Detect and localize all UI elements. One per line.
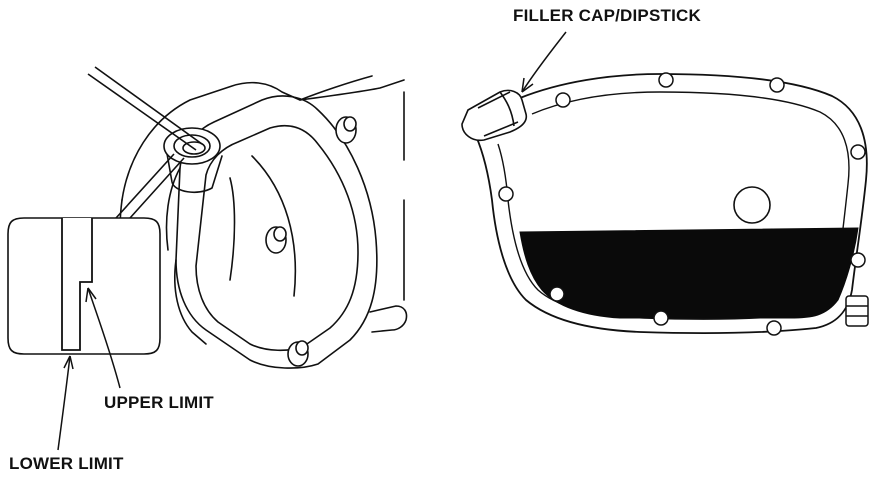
drain-bolt xyxy=(845,295,869,327)
cover-bolt xyxy=(287,340,309,367)
engine-side-view xyxy=(119,75,408,369)
cover-inner-curve xyxy=(229,177,236,281)
crankcase-outline xyxy=(121,79,405,201)
lower-limit-label: LOWER LIMIT xyxy=(9,454,124,473)
oil-level-fill xyxy=(519,227,859,319)
cover-side-edge xyxy=(173,259,207,345)
cover-bolt xyxy=(335,116,357,144)
filler-cap xyxy=(461,89,528,142)
clutch-cover-section xyxy=(461,31,869,336)
cover-inner-curve-2 xyxy=(251,155,297,297)
lower-limit-pointer xyxy=(57,355,74,451)
clutch-cover xyxy=(175,95,378,369)
cover-side-edge-2 xyxy=(165,167,181,251)
dipstick-blade xyxy=(61,218,93,351)
shaft-stub xyxy=(369,305,408,333)
dipstick-rod xyxy=(87,66,203,151)
filler-cap-dipstick-label: FILLER CAP/DIPSTICK xyxy=(513,6,701,25)
clutch-cover-rim xyxy=(195,124,359,352)
filler-neck-inner xyxy=(182,141,206,155)
filler-neck-bore xyxy=(173,134,211,158)
filler-cap-pointer xyxy=(521,31,567,93)
upper-limit-label: UPPER LIMIT xyxy=(104,393,214,412)
callout-leader-lines xyxy=(115,153,185,219)
dipstick-callout-box xyxy=(7,217,161,355)
cover-center-hole xyxy=(733,186,771,224)
cover-bolt-holes xyxy=(498,72,866,336)
cover-bolt xyxy=(265,226,287,254)
crankcase-top-ridge xyxy=(299,75,373,101)
upper-limit-pointer xyxy=(85,287,121,389)
filler-neck xyxy=(165,147,223,194)
